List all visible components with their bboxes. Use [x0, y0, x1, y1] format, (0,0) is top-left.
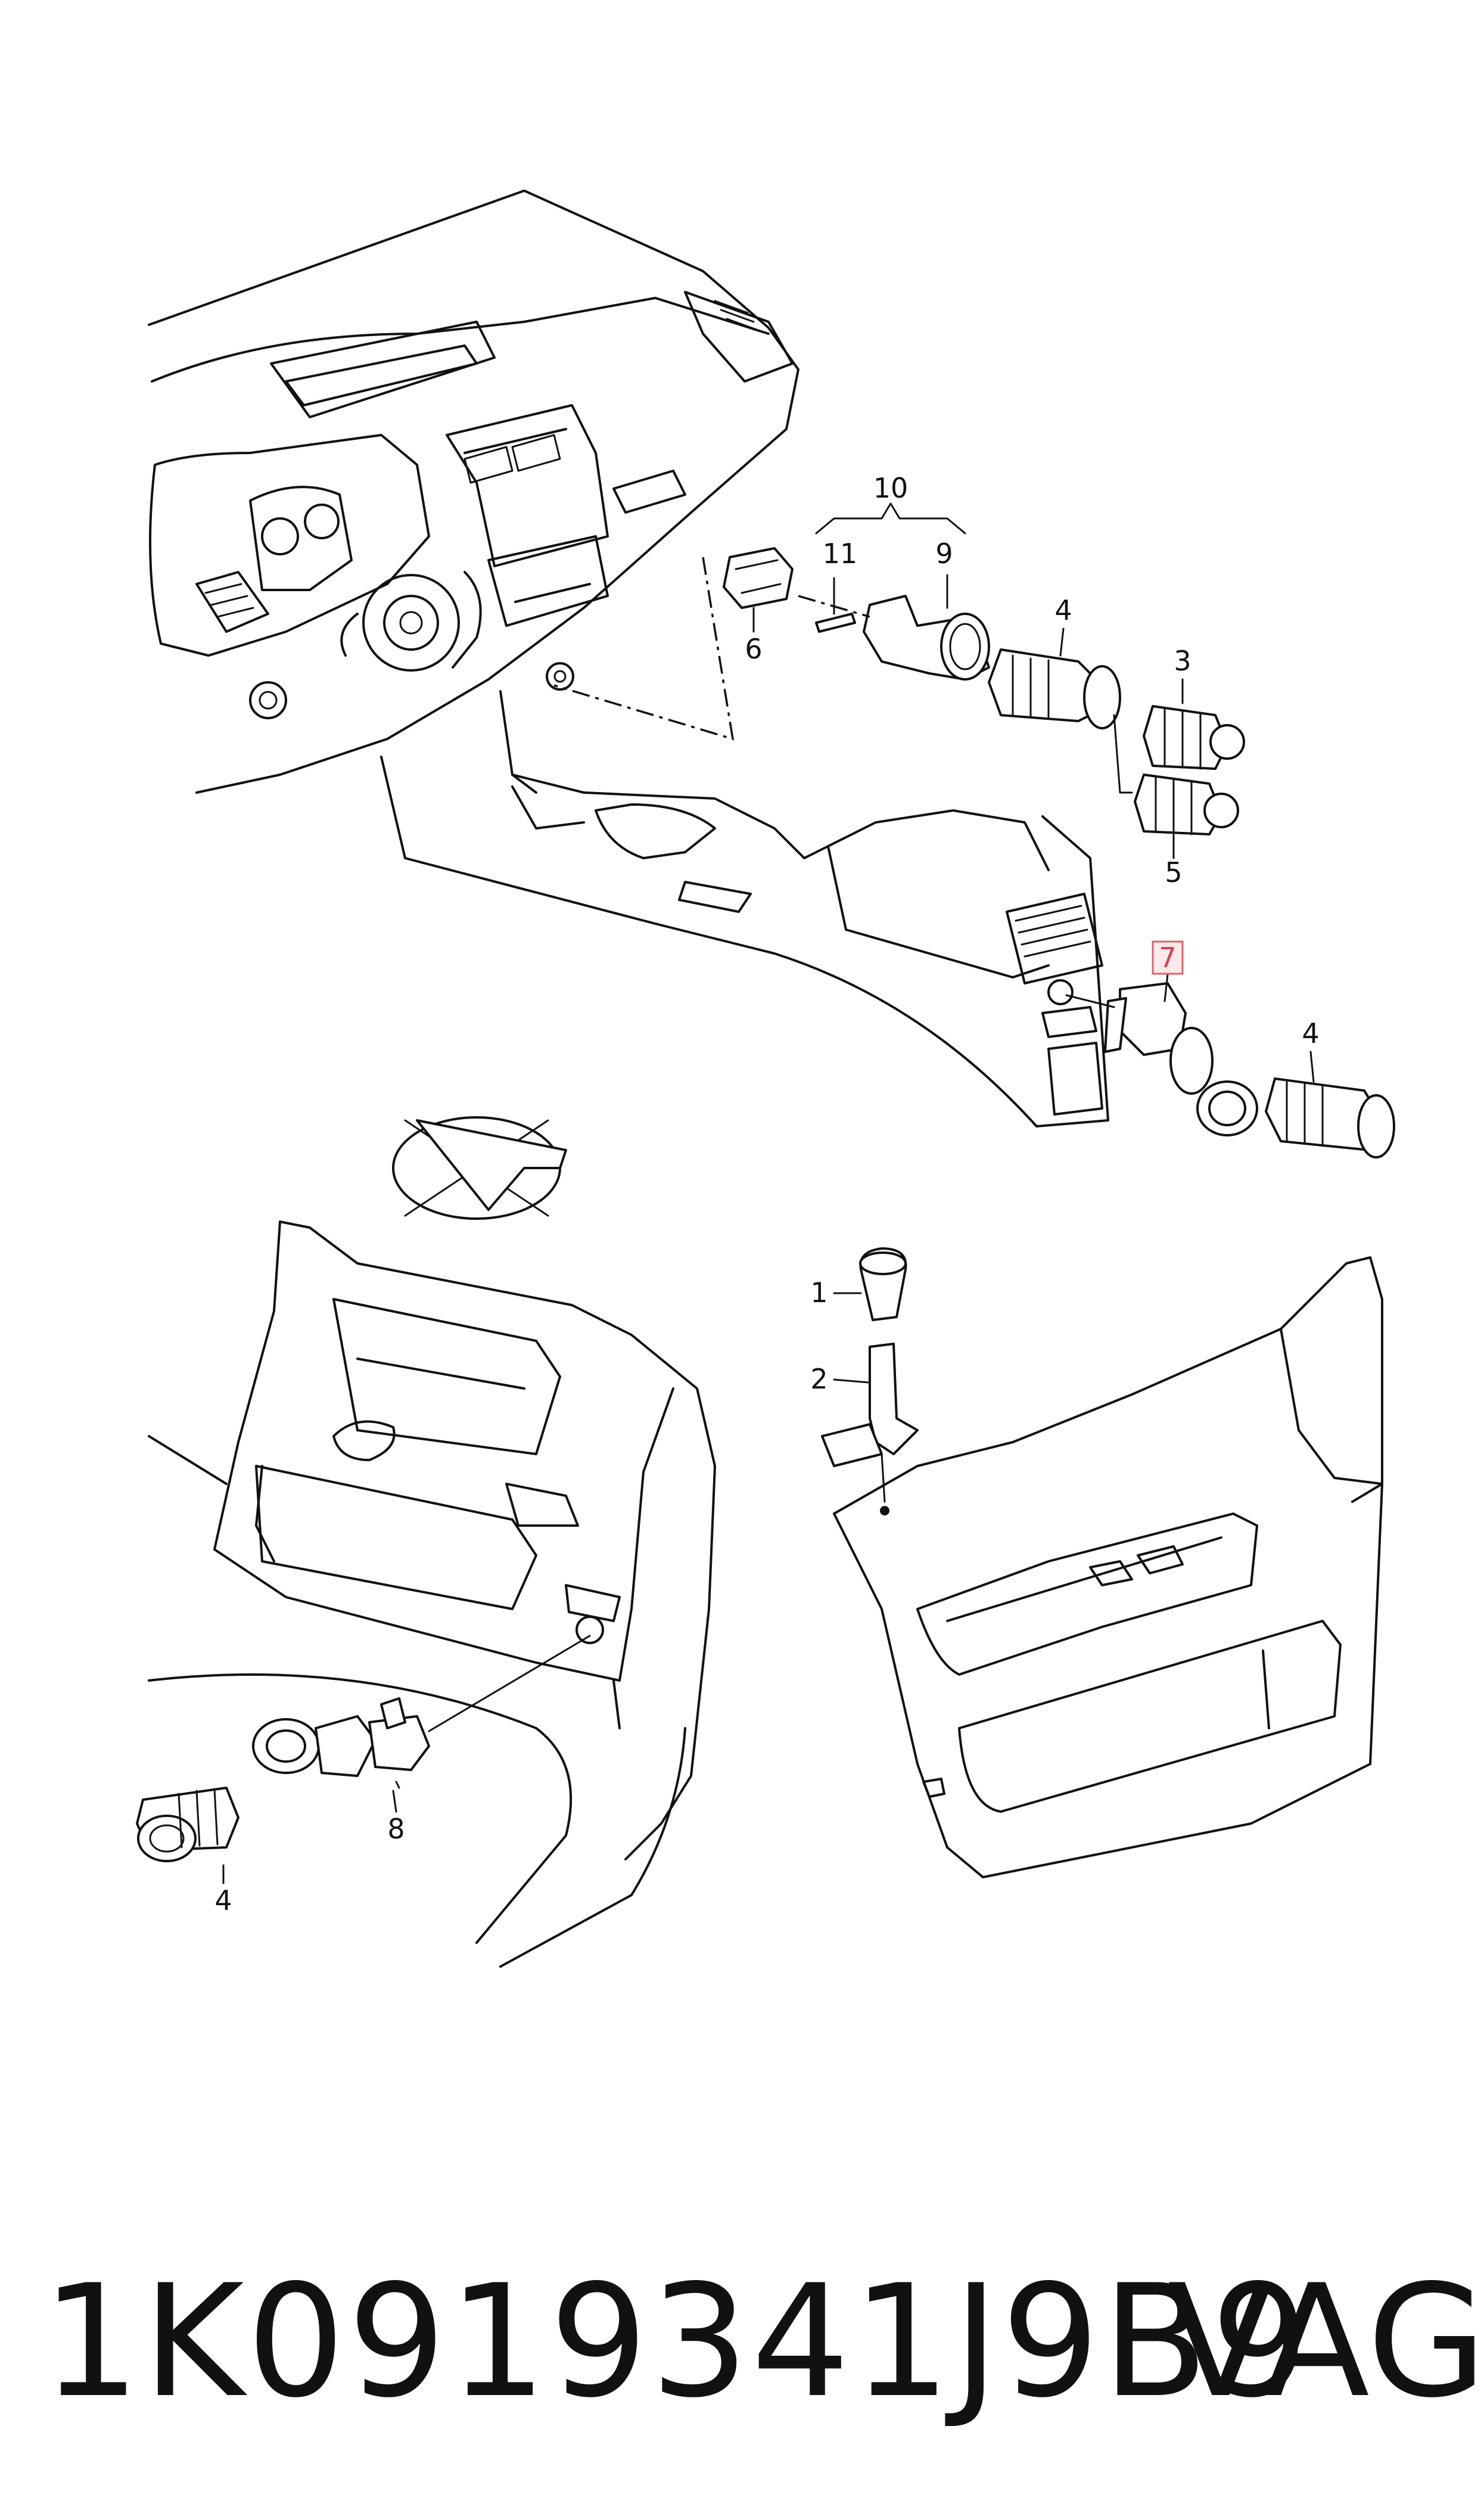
callout-4-top: 4	[1054, 594, 1072, 626]
left-door-panel-illustration	[148, 1220, 716, 1968]
socket-parts-door	[136, 1635, 591, 1862]
parts-diagram: 10 11 9 4 3 6 5 7 4 1 2 8 4	[136, 190, 1395, 1968]
callout-leaders	[222, 502, 1315, 1884]
brand-label: VAG	[1168, 2252, 1484, 2432]
socket-parts-console	[1065, 982, 1395, 1158]
callout-labels: 10 11 9 4 3 6 5 7 4 1 2 8 4	[214, 472, 1319, 1917]
callout-6: 6	[745, 633, 762, 665]
footer-row: 1K0919341J9B9 VAG	[0, 2241, 1484, 2443]
right-door-panel-illustration	[833, 1256, 1383, 1878]
dashboard-illustration	[148, 190, 799, 794]
center-console-illustration	[380, 756, 1109, 1128]
callout-10: 10	[873, 472, 909, 504]
callout-7: 7	[1159, 942, 1176, 974]
callout-4-door: 4	[214, 1884, 232, 1917]
callout-1: 1	[810, 1276, 827, 1309]
socket-parts-top	[553, 547, 1245, 835]
callout-2: 2	[810, 1363, 827, 1395]
retainer-parts	[821, 1247, 919, 1503]
callout-8: 8	[387, 1813, 405, 1845]
callout-4-console: 4	[1302, 1017, 1319, 1049]
callout-5: 5	[1165, 856, 1182, 889]
direction-arrow-icon	[392, 1116, 567, 1220]
callout-9: 9	[935, 538, 953, 570]
callout-7-highlight: 7	[1152, 940, 1184, 975]
callout-3: 3	[1174, 645, 1191, 677]
part-number: 1K0919341J9B9	[42, 2252, 1312, 2432]
callout-11: 11	[823, 538, 858, 570]
